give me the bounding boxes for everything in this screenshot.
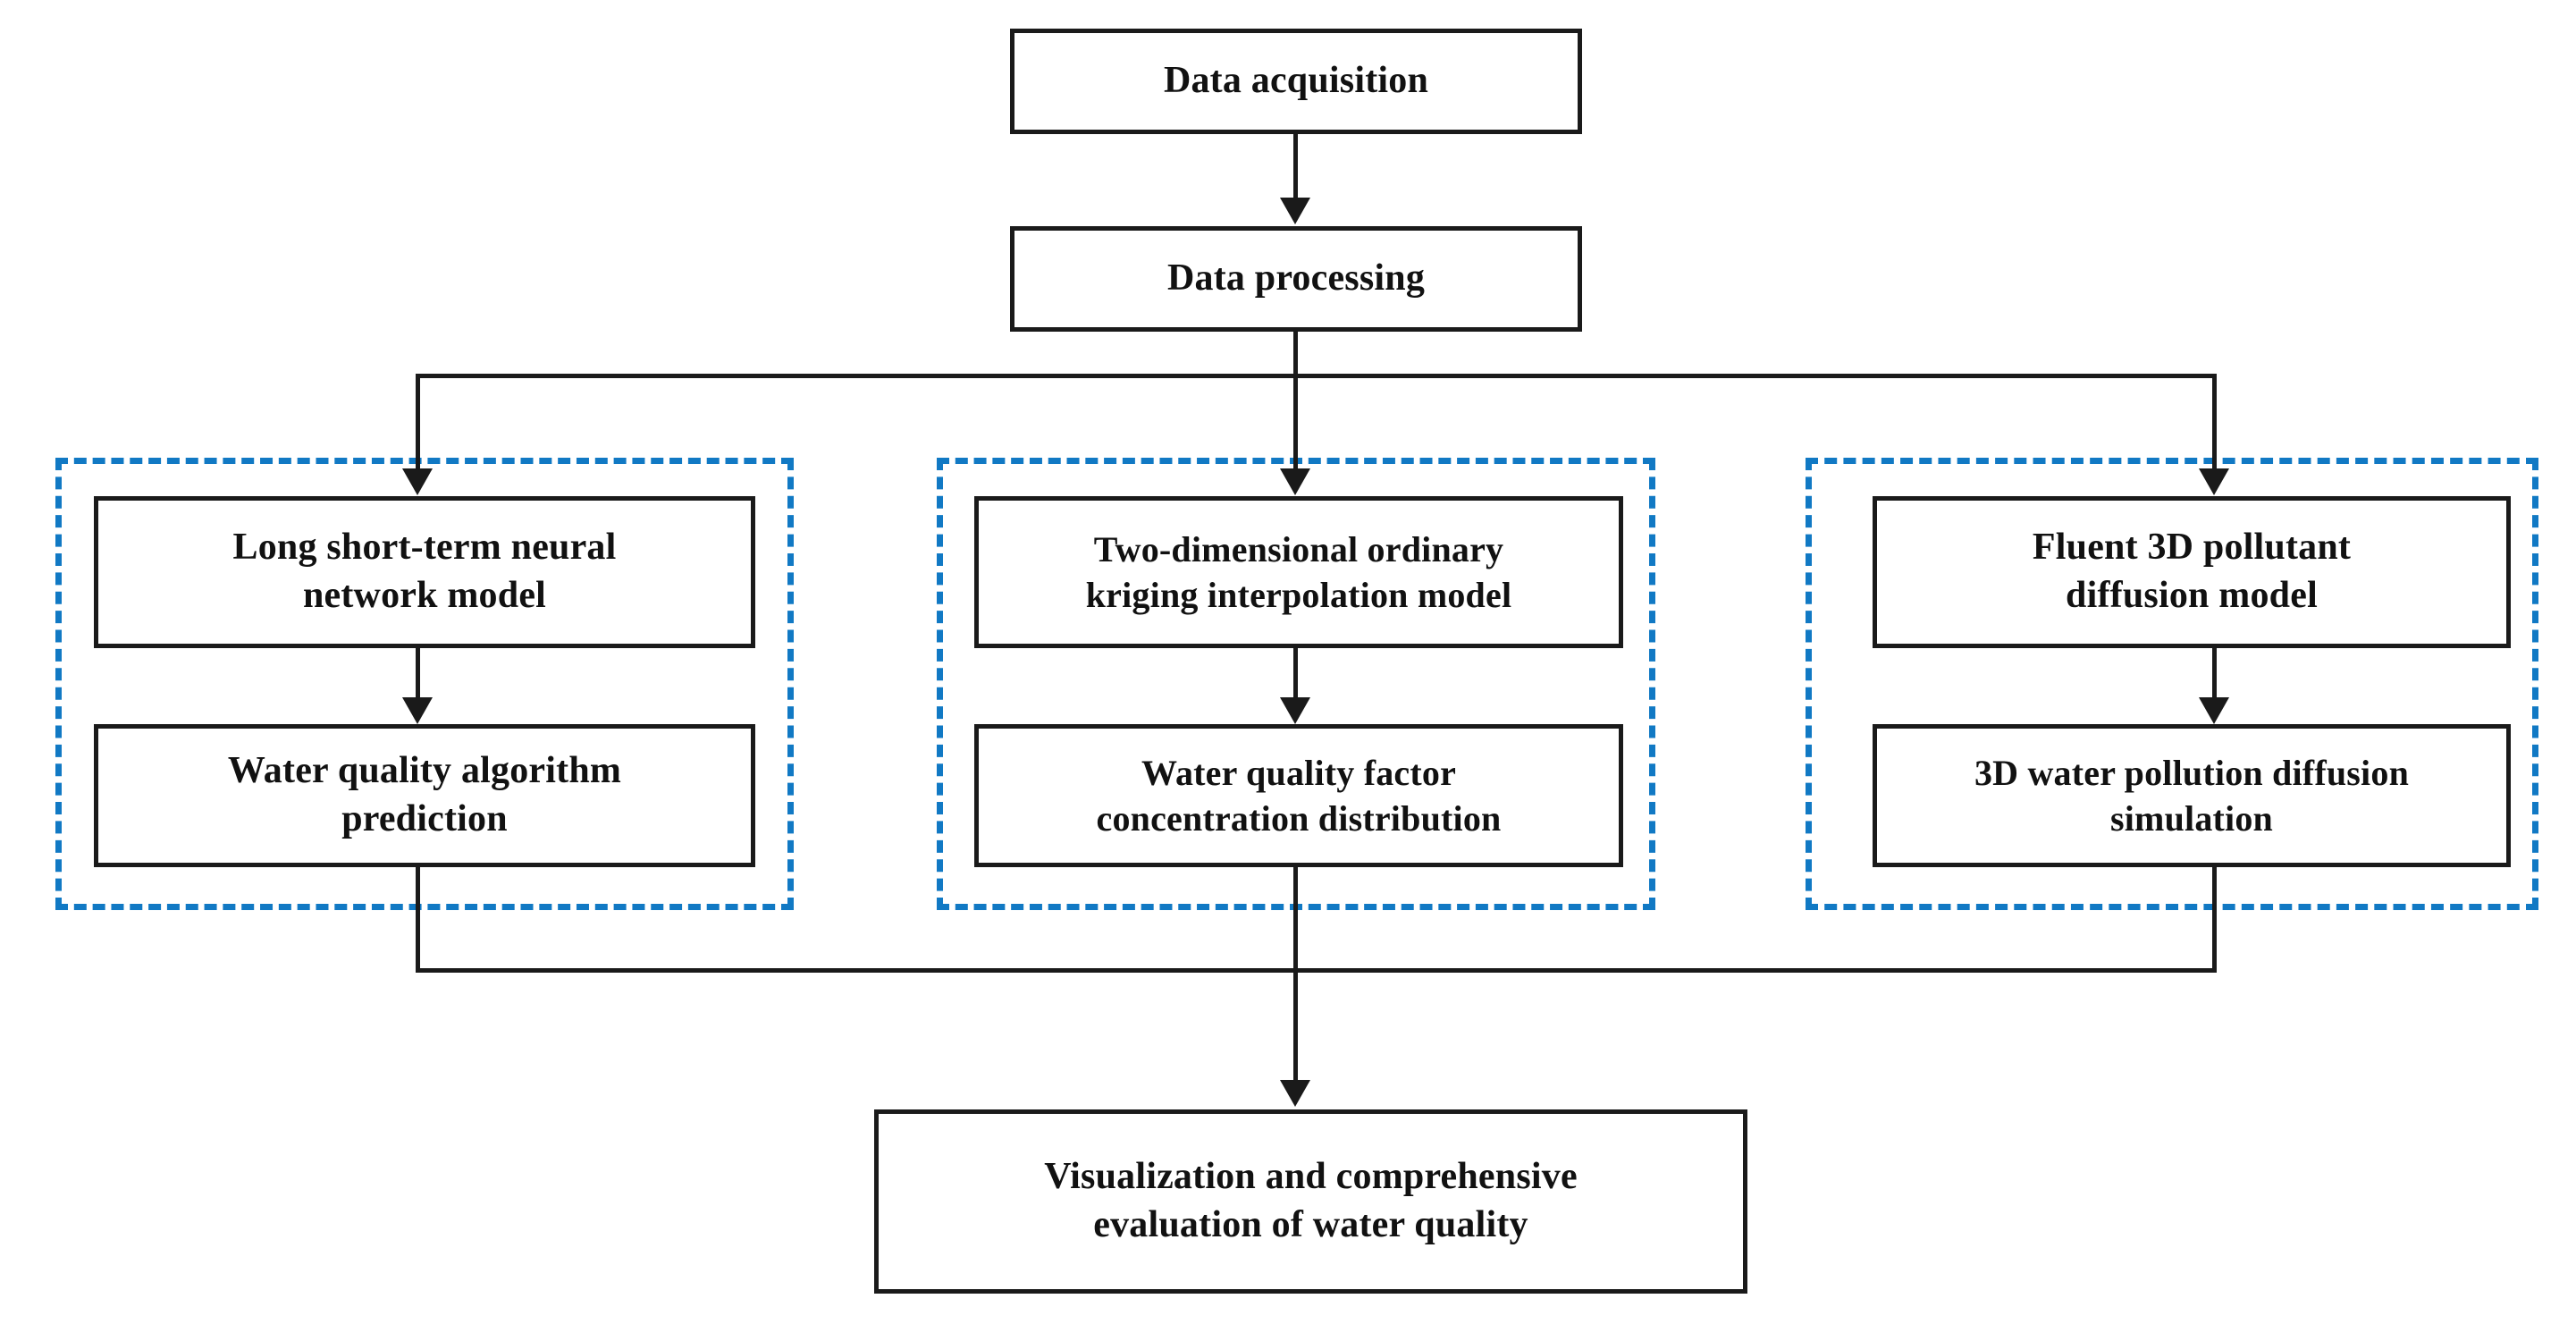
node-fluent-model[interactable]: Fluent 3D pollutant diffusion model xyxy=(1873,496,2511,648)
edge-split-to-middle-drop xyxy=(1293,374,1298,470)
node-final-visualization[interactable]: Visualization and comprehensive evaluati… xyxy=(874,1109,1747,1294)
node-lstm-model-label: Long short-term neural network model xyxy=(232,527,617,616)
node-fluent-output-label: 3D water pollution diffusion simulation xyxy=(1974,752,2410,839)
edge-merge-bus xyxy=(416,968,2217,973)
edge-right-to-merge-drop xyxy=(2212,867,2217,973)
edge-fluent-to-output-arrowhead xyxy=(2199,697,2229,724)
edge-split-to-left-arrowhead xyxy=(402,468,433,495)
edge-merge-to-final-line xyxy=(1293,968,1298,1083)
node-final-visualization-label: Visualization and comprehensive evaluati… xyxy=(1044,1156,1578,1245)
node-kriging-model-label: Two-dimensional ordinary kriging interpo… xyxy=(1085,528,1512,615)
edge-lstm-to-output-line xyxy=(416,648,420,700)
edge-split-stem xyxy=(1293,332,1298,378)
node-data-acquisition[interactable]: Data acquisition xyxy=(1010,29,1582,134)
edge-acquisition-to-processing-arrowhead xyxy=(1280,198,1310,224)
group-frame-simulation-branch xyxy=(1806,458,2538,910)
edge-split-to-right-drop xyxy=(2212,374,2217,470)
node-fluent-output[interactable]: 3D water pollution diffusion simulation xyxy=(1873,724,2511,867)
node-data-processing[interactable]: Data processing xyxy=(1010,226,1582,332)
node-lstm-output-label: Water quality algorithm prediction xyxy=(227,750,622,839)
node-kriging-output-label: Water quality factor concentration distr… xyxy=(1096,752,1502,839)
edge-kriging-to-output-line xyxy=(1293,648,1298,700)
node-lstm-output[interactable]: Water quality algorithm prediction xyxy=(94,724,755,867)
edge-split-to-middle-arrowhead xyxy=(1280,468,1310,495)
edge-acquisition-to-processing-line xyxy=(1293,134,1298,199)
edge-lstm-to-output-arrowhead xyxy=(402,697,433,724)
node-data-acquisition-label: Data acquisition xyxy=(1163,60,1429,102)
node-kriging-model[interactable]: Two-dimensional ordinary kriging interpo… xyxy=(974,496,1623,648)
node-lstm-model[interactable]: Long short-term neural network model xyxy=(94,496,755,648)
edge-middle-to-merge-drop xyxy=(1293,867,1298,973)
node-data-processing-label: Data processing xyxy=(1166,257,1426,299)
edge-left-to-merge-drop xyxy=(416,867,420,973)
group-frame-prediction-branch xyxy=(55,458,794,910)
node-kriging-output[interactable]: Water quality factor concentration distr… xyxy=(974,724,1623,867)
edge-split-to-right-arrowhead xyxy=(2199,468,2229,495)
edge-merge-to-final-arrowhead xyxy=(1280,1080,1310,1107)
edge-fluent-to-output-line xyxy=(2212,648,2217,700)
node-fluent-model-label: Fluent 3D pollutant diffusion model xyxy=(2032,527,2352,616)
edge-split-to-left-drop xyxy=(416,374,420,470)
edge-split-bus xyxy=(416,374,2217,378)
edge-kriging-to-output-arrowhead xyxy=(1280,697,1310,724)
